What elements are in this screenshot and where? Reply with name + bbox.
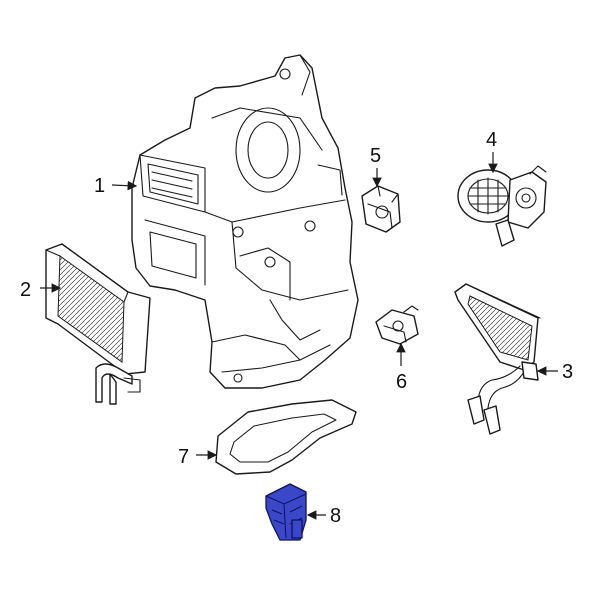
callout-label-5: 5 <box>370 145 381 167</box>
gasket-part[interactable] <box>215 399 357 475</box>
evaporator-part[interactable] <box>454 283 541 435</box>
blower-resistor-highlighted-part[interactable] <box>265 483 307 541</box>
leader-line-1 <box>111 180 138 191</box>
blower-motor-part[interactable] <box>457 165 547 247</box>
callout-label-6: 6 <box>396 371 407 393</box>
hvac-housing-part[interactable] <box>131 54 359 389</box>
callout-label-7: 7 <box>178 446 189 468</box>
actuator-upper-part[interactable] <box>361 185 401 233</box>
callout-label-4: 4 <box>486 129 497 151</box>
actuator-lower-part[interactable] <box>375 305 419 345</box>
callout-label-3: 3 <box>562 361 573 383</box>
heater-core-part[interactable] <box>45 243 151 405</box>
callout-label-2: 2 <box>20 279 31 301</box>
callout-label-8: 8 <box>330 505 341 527</box>
callout-label-1: 1 <box>94 175 105 197</box>
